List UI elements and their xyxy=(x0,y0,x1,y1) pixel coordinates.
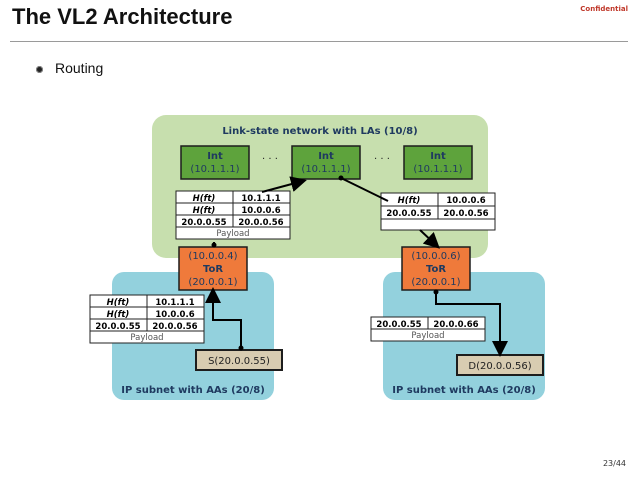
pkt-l-inner-dst: 20.0.0.56 xyxy=(152,322,197,332)
pkt-tl-hdr2-key: H(ft) xyxy=(193,206,216,216)
subnet-right-title: IP subnet with AAs (20/8) xyxy=(392,385,536,396)
path-tor-to-dest xyxy=(435,292,508,357)
page-number: 23/44 xyxy=(602,459,626,468)
packet-top-left: H(ft) 10.1.1.1 H(ft) 10.0.0.6 20.0.0.55 … xyxy=(175,190,291,240)
int-node-3-label: Int xyxy=(430,151,446,162)
pkt-tl-inner-src: 20.0.0.55 xyxy=(181,218,226,228)
ellipsis-right: · · · xyxy=(374,154,390,165)
tor-left-addr-top: (10.0.0.4) xyxy=(188,251,237,262)
ls-network-title: Link-state network with LAs (10/8) xyxy=(222,126,417,137)
bullet-routing: Routing xyxy=(55,60,104,76)
pkt-tl-hdr1-key: H(ft) xyxy=(193,194,216,204)
pkt-r-payload: Payload xyxy=(411,331,444,341)
pkt-l-payload: Payload xyxy=(130,333,163,343)
pkt-tr-inner-dst: 20.0.0.56 xyxy=(443,209,488,219)
pkt-r-inner-dst: 20.0.0.66 xyxy=(433,320,478,330)
pkt-tl-hdr1-val: 10.1.1.1 xyxy=(241,194,280,204)
pkt-tr-inner-src: 20.0.0.55 xyxy=(386,209,431,219)
int-node-1-addr: (10.1.1.1) xyxy=(190,164,239,175)
dest-host-label: D(20.0.0.56) xyxy=(468,361,531,372)
int-node-1: Int (10.1.1.1) xyxy=(180,145,250,180)
tor-left-addr-bottom: (20.0.0.1) xyxy=(188,277,237,288)
int-node-2-addr: (10.1.1.1) xyxy=(301,164,350,175)
ellipsis-left: · · · xyxy=(262,154,278,165)
pkt-l-hdr2-key: H(ft) xyxy=(107,310,130,320)
path-tor-left-dot xyxy=(211,242,217,248)
subnet-left-title: IP subnet with AAs (20/8) xyxy=(121,385,265,396)
int-node-1-label: Int xyxy=(207,151,223,162)
confidential-label: Confidential xyxy=(580,5,628,13)
path-source-dot xyxy=(238,345,244,351)
title-divider xyxy=(10,41,628,42)
bullet-icon xyxy=(36,66,43,73)
packet-left: H(ft) 10.1.1.1 H(ft) 10.0.0.6 20.0.0.55 … xyxy=(89,294,205,344)
pkt-l-hdr2-val: 10.0.0.6 xyxy=(155,310,194,320)
tor-right: (10.0.0.6) ToR (20.0.0.1) xyxy=(401,246,471,291)
pkt-l-hdr1-key: H(ft) xyxy=(107,298,130,308)
slide-title: The VL2 Architecture xyxy=(12,4,233,29)
path-down-to-tor xyxy=(419,229,440,249)
pkt-tr-hdr1-val: 10.0.0.6 xyxy=(446,196,485,206)
pkt-tl-hdr2-val: 10.0.0.6 xyxy=(241,206,280,216)
int-node-2-label: Int xyxy=(318,151,334,162)
pkt-tr-hdr1-key: H(ft) xyxy=(398,196,421,206)
pkt-tl-inner-dst: 20.0.0.56 xyxy=(238,218,283,228)
int-node-3: Int (10.1.1.1) xyxy=(403,145,473,180)
dest-host: D(20.0.0.56) xyxy=(456,354,544,376)
tor-left: (10.0.0.4) ToR (20.0.0.1) xyxy=(178,246,248,291)
source-host: S(20.0.0.55) xyxy=(195,349,283,371)
tor-right-addr-bottom: (20.0.0.1) xyxy=(411,277,460,288)
path-source-to-tor xyxy=(205,287,242,350)
packet-top-right: H(ft) 10.0.0.6 20.0.0.55 20.0.0.56 xyxy=(380,192,496,231)
packet-right: 20.0.0.55 20.0.0.66 Payload xyxy=(370,316,486,342)
pkt-l-hdr1-val: 10.1.1.1 xyxy=(155,298,194,308)
path-up-to-int xyxy=(261,176,307,193)
int-node-3-addr: (10.1.1.1) xyxy=(413,164,462,175)
int-node-2: Int (10.1.1.1) xyxy=(291,145,361,180)
pkt-r-inner-src: 20.0.0.55 xyxy=(376,320,421,330)
pkt-l-inner-src: 20.0.0.55 xyxy=(95,322,140,332)
source-host-label: S(20.0.0.55) xyxy=(208,356,270,367)
pkt-tl-payload: Payload xyxy=(216,229,249,239)
tor-left-label: ToR xyxy=(203,264,223,275)
tor-right-label: ToR xyxy=(426,264,446,275)
path-int-to-pkt xyxy=(340,177,389,202)
tor-right-addr-top: (10.0.0.6) xyxy=(411,251,460,262)
